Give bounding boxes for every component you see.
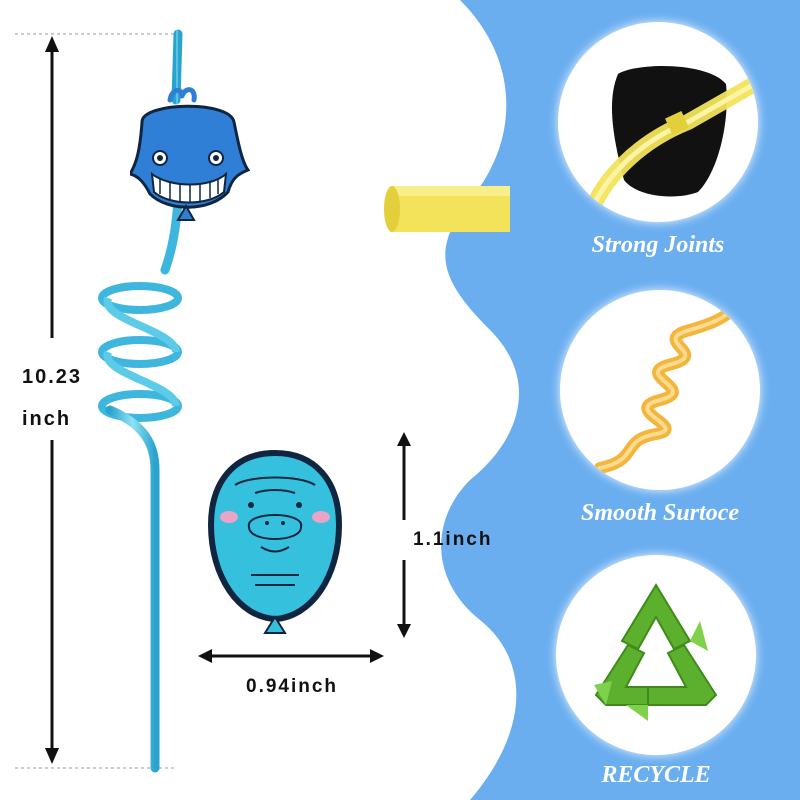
spiral-straw-icon [594, 306, 736, 474]
yellow-straw-tube [384, 186, 510, 232]
whale-charm [130, 87, 250, 221]
feature-circle-recycle [556, 555, 756, 755]
length-unit: inch [22, 408, 72, 430]
straw-joint-icon [580, 65, 758, 222]
recycle-icon [594, 583, 718, 721]
charm-height-label: 1.1inch [413, 529, 493, 550]
feature-circle-smooth [560, 290, 760, 490]
charm-width-label: 0.94inch [246, 676, 339, 697]
length-value: 10.23 [22, 366, 83, 388]
feature-label-joints: Strong Joints [591, 232, 725, 258]
feature-label-recycle: RECYCLE [601, 762, 711, 788]
feature-circle-joints [558, 22, 758, 222]
manatee-charm [207, 449, 343, 634]
feature-label-smooth: Smooth Surtoce [580, 500, 740, 526]
